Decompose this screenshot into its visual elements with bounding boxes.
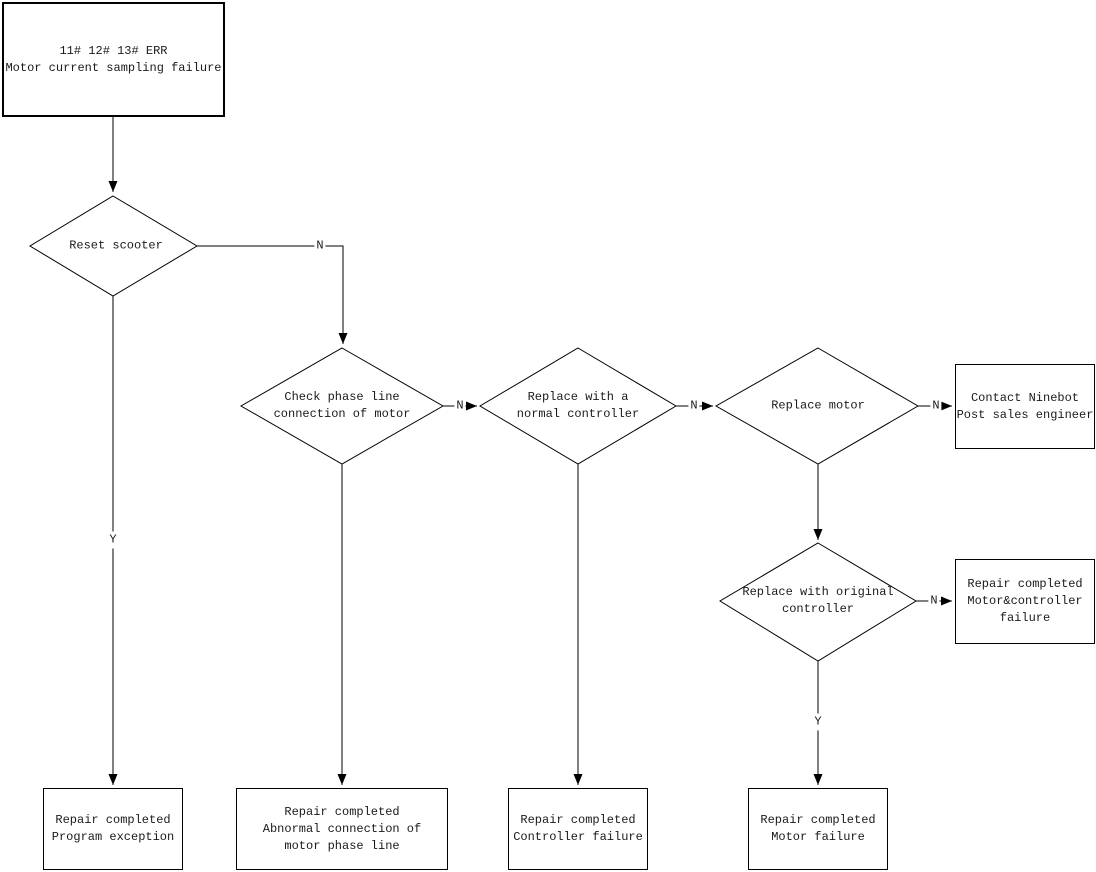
node-motor-controller-failure-line3: failure [999,611,1051,625]
node-abnormal-connection: Repair completed Abnormal connection of … [236,788,448,870]
diamond-replace-motor [714,347,919,465]
node-contact-ninebot-line2: Post sales engineer [956,407,1094,422]
node-program-exception-line1: Repair completed [55,813,171,827]
diamond-replace-normal-controller-line2: normal controller [516,407,640,421]
node-start-line2: Motor current sampling failure [5,60,222,75]
diamond-reset-scooter [29,195,198,297]
node-start: 11# 12# 13# ERR Motor current sampling f… [2,2,225,117]
node-motor-controller-failure-line2: Motor&controller [967,594,1083,608]
node-controller-failure-line1: Repair completed [520,813,636,827]
diamond-replace-motor-line1: Replace motor [771,398,865,413]
edge-reset-no [197,245,348,344]
edge-label-replace-controller-no: N [688,397,700,415]
node-motor-controller-failure: Repair completed Motor&controller failur… [955,559,1095,644]
node-abnormal-connection-line1: Repair completed [284,804,400,819]
node-abnormal-connection-line3: motor phase line [284,838,400,853]
node-contact-ninebot: Contact Ninebot Post sales engineer [955,364,1095,449]
diamond-reset-scooter-label: Reset scooter [69,238,163,255]
diamond-replace-motor-label: Replace motor [771,398,865,415]
edge-label-replace-original-no: N [928,592,940,610]
diamond-replace-normal-controller-line1: Replace with a [527,390,629,404]
diamond-check-phase-line [239,347,445,465]
node-abnormal-connection-line2: Abnormal connection of [262,821,422,836]
node-start-line1: 11# 12# 13# ERR [59,43,168,58]
diamond-check-phase-line-label: Check phase line connection of motor [274,389,411,423]
diamond-replace-original-controller-line1: Replace with original [742,585,894,599]
edge-label-replace-original-yes: Y [812,713,824,731]
node-program-exception-line2: Program exception [51,830,175,844]
node-program-exception: Repair completed Program exception [43,788,183,870]
diamond-replace-original-controller-label: Replace with original controller [742,584,893,618]
diamond-replace-original-controller [719,542,917,662]
node-controller-failure: Repair completed Controller failure [508,788,648,870]
node-motor-failure-line2: Motor failure [771,830,865,844]
edge-label-reset-yes: Y [107,531,119,549]
diamond-check-phase-line-line1: Check phase line [284,390,400,404]
diamond-reset-scooter-line1: Reset scooter [69,238,163,253]
edge-label-reset-no: N [314,237,326,255]
edge-label-replace-motor-no: N [930,397,942,415]
diamond-replace-normal-controller [479,347,677,465]
edge-label-check-phase-no: N [454,397,466,415]
diamond-check-phase-line-line2: connection of motor [273,407,411,421]
node-motor-controller-failure-line1: Repair completed [967,577,1083,591]
node-controller-failure-line2: Controller failure [513,830,643,844]
node-motor-failure: Repair completed Motor failure [748,788,888,870]
diamond-replace-original-controller-line2: controller [781,602,855,616]
diamond-replace-normal-controller-label: Replace with a normal controller [517,389,639,423]
node-contact-ninebot-line1: Contact Ninebot [970,390,1080,405]
node-motor-failure-line1: Repair completed [760,813,876,827]
